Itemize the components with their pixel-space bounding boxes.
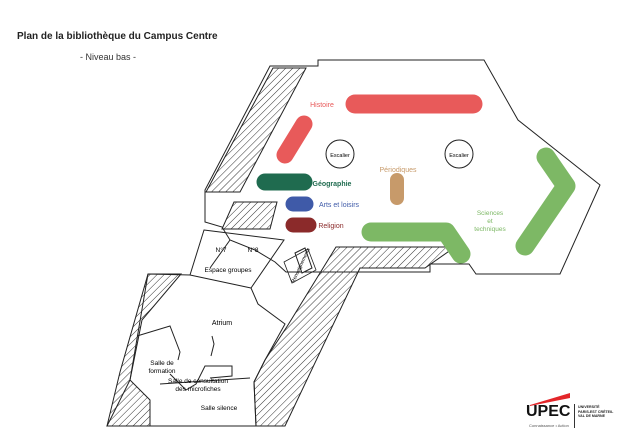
label-sciences-2: et — [487, 218, 493, 225]
label-stairs-right: Escalier — [449, 153, 469, 159]
logo-subtitle: UNIVERSITÉ PARIS-EST CRÉTEIL VAL DE MARN… — [578, 405, 622, 419]
wall-n7-n8 — [209, 239, 231, 269]
page-subtitle: - Niveau bas - — [80, 52, 137, 62]
logo-wordmark: UPEC — [526, 403, 571, 420]
wall-salle-silence — [159, 377, 251, 385]
page-title: Plan de la bibliothèque du Campus Centre — [17, 31, 218, 42]
shelf-histoire-diag — [276, 115, 313, 164]
logo-subtitle-line-2: PARIS-EST CRÉTEIL — [578, 409, 614, 414]
label-room-n8: N°8 — [248, 246, 259, 254]
label-atrium: Atrium — [212, 320, 232, 327]
hatched-wall-upper-left — [205, 67, 307, 193]
label-religion: Religion — [318, 223, 343, 230]
label-periodiques: Périodiques — [380, 167, 417, 174]
label-salle-formation-1: Salle de — [150, 360, 174, 367]
label-geographie: Géographie — [313, 181, 352, 188]
wall-atrium-inner — [210, 335, 215, 357]
label-salle-microfiches-1: Salle de consultation — [168, 378, 228, 385]
wall-salle-formation — [136, 325, 181, 361]
label-arts: Arts et loisirs — [319, 202, 360, 209]
logo-separator — [574, 404, 575, 428]
logo-tagline: Connaissance • Action — [529, 423, 569, 428]
label-stairs-left: Escalier — [330, 153, 350, 159]
label-espace-groupes: Espace groupes — [205, 267, 253, 274]
stairs-right-icon — [444, 139, 474, 169]
logo-red-swoosh-icon — [530, 393, 570, 406]
label-room-n7: N°7 — [216, 246, 227, 254]
hatched-core-right — [253, 246, 457, 427]
wall-espace-groupes — [189, 274, 252, 289]
label-salle-silence: Salle silence — [201, 405, 238, 412]
label-salle-microfiches-2: des microfiches — [175, 386, 221, 393]
renseignements-desk — [294, 247, 313, 274]
label-sciences-1: Sciences — [477, 210, 504, 217]
shelf-sciences-arrow — [515, 147, 576, 256]
label-salle-formation-2: formation — [148, 368, 175, 375]
label-histoire: Histoire — [310, 102, 334, 109]
label-sciences-3: techniques — [474, 226, 506, 233]
upec-logo: UPEC Connaissance • Action UNIVERSITÉ PA… — [524, 392, 624, 432]
renseignements-panel — [283, 248, 317, 284]
hatched-wall-mid-left — [221, 201, 278, 230]
shelf-sciences-lower — [361, 222, 471, 264]
stairs-left-icon — [325, 139, 355, 169]
logo-subtitle-line-1: UNIVERSITÉ — [578, 405, 600, 409]
logo-subtitle-line-3: VAL DE MARNE — [578, 414, 606, 419]
wall-microfiches — [169, 365, 233, 391]
